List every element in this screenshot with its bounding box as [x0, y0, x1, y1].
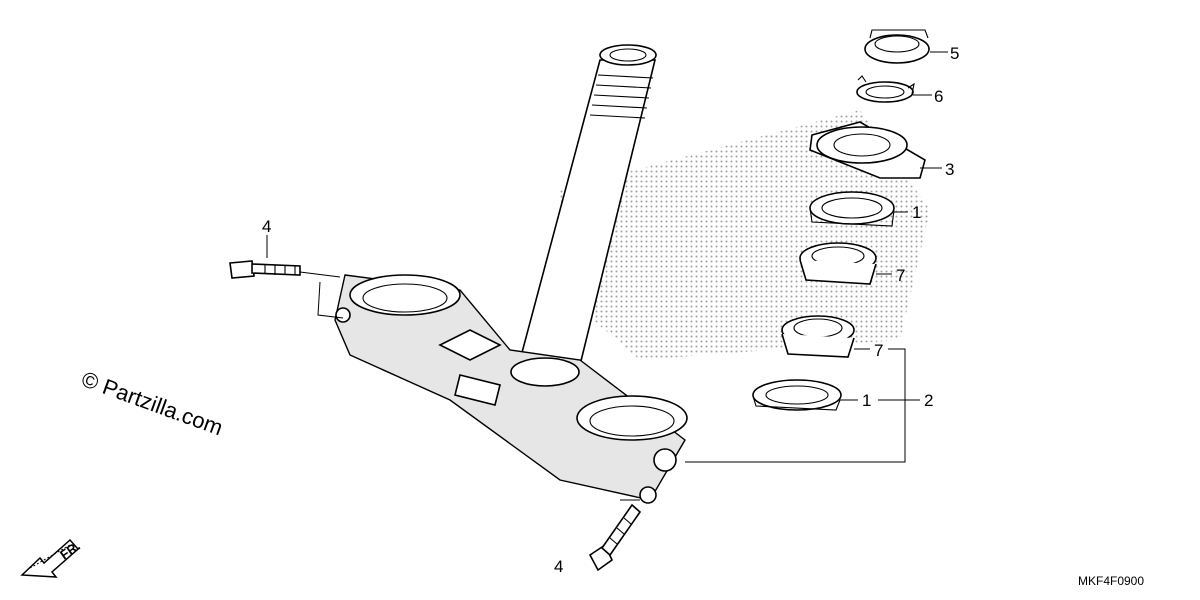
part-1-lower-race	[752, 379, 858, 411]
bolt-4-upper	[229, 235, 344, 319]
bolt-4-lower	[588, 499, 642, 572]
callout-2-bracket	[685, 348, 920, 463]
part-6-lock-washer	[856, 75, 932, 103]
part-7-upper-bearing	[799, 242, 892, 285]
callout-1-lower: 1	[862, 391, 871, 410]
watermark: © Partzilla.com	[78, 366, 226, 440]
part-3-dust-seal	[809, 121, 942, 179]
callout-4-lower: 4	[554, 557, 563, 576]
callout-6: 6	[934, 87, 943, 106]
callout-3: 3	[945, 160, 954, 179]
callout-7-lower: 7	[874, 341, 883, 360]
part-7-lower-bearing	[781, 315, 870, 358]
part-1-upper-race	[809, 191, 908, 227]
callout-4-upper: 4	[262, 217, 271, 236]
part-5-lock-nut	[864, 29, 948, 64]
diagram-code: MKF4F0900	[1078, 574, 1144, 588]
callout-5: 5	[950, 44, 959, 63]
background-logo	[560, 110, 930, 360]
bottom-bridge	[334, 274, 688, 504]
callout-2: 2	[924, 391, 933, 410]
callout-7-upper: 7	[896, 266, 905, 285]
front-direction-marker: FR.	[20, 538, 83, 578]
callout-1-upper: 1	[912, 203, 921, 222]
